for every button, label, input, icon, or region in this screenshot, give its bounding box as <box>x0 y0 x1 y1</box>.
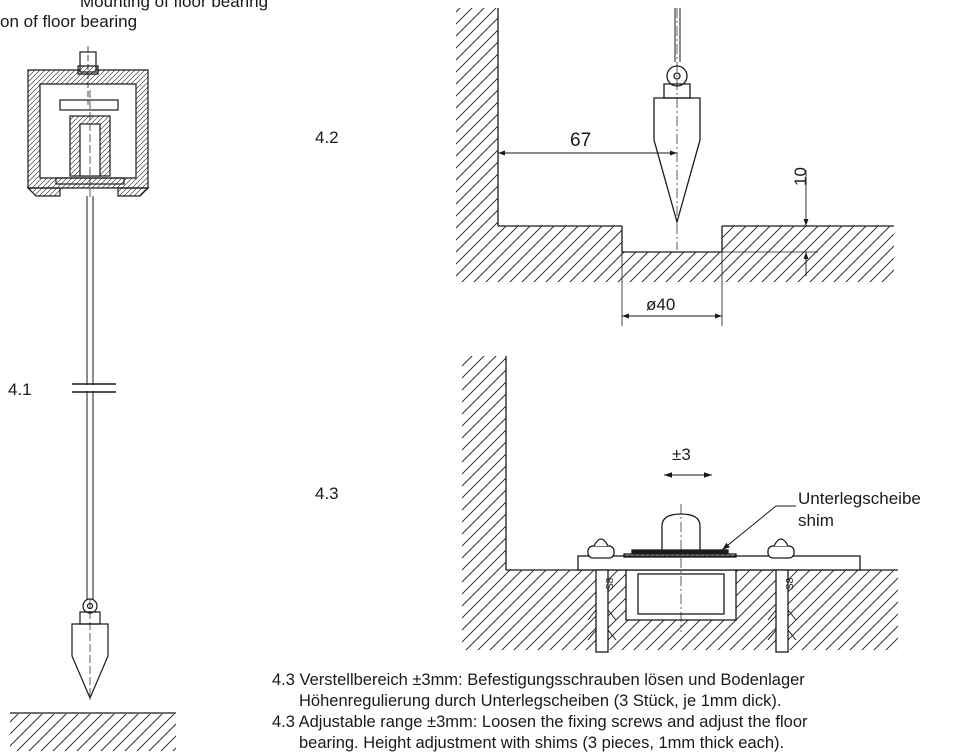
note-en-line-2: bearing. Height adjustment with shims (3… <box>299 734 785 752</box>
dim-67-label: 67 <box>570 130 591 151</box>
dim-diameter-40-label: ø40 <box>646 295 675 314</box>
note-en-line-1: 4.3 Adjustable range ±3mm: Loosen the fi… <box>272 713 808 731</box>
figure-label-4-1: 4.1 <box>8 380 32 399</box>
callout-en-label: shim <box>798 511 834 530</box>
figure-label-4-2: 4.2 <box>315 128 339 147</box>
header-line-1: Mounting of floor bearing <box>80 0 269 11</box>
note-de-line-1: 4.3 Verstellbereich ±3mm: Befestigungssc… <box>272 671 805 689</box>
dim-range-label: ±3 <box>672 445 691 464</box>
dowel-label-left: S8 <box>605 577 616 590</box>
figure-4-1 <box>10 46 176 751</box>
page-header: Mounting of floor bearing on of floor be… <box>0 0 268 32</box>
figure-4-2 <box>456 8 894 326</box>
instruction-notes: 4.3 Verstellbereich ±3mm: Befestigungssc… <box>272 670 808 754</box>
dim-10-label: 10 <box>791 167 810 186</box>
note-de-line-2: Höhenregulierung durch Unterlegscheiben … <box>299 692 782 710</box>
figure-label-4-3: 4.3 <box>315 484 339 503</box>
figure-4-3: S8 S8 <box>462 356 898 653</box>
header-line-2: on of floor bearing <box>0 12 138 31</box>
dowel-label-right: S8 <box>785 577 796 590</box>
callout-de-label: Unterlegscheibe <box>798 489 921 508</box>
